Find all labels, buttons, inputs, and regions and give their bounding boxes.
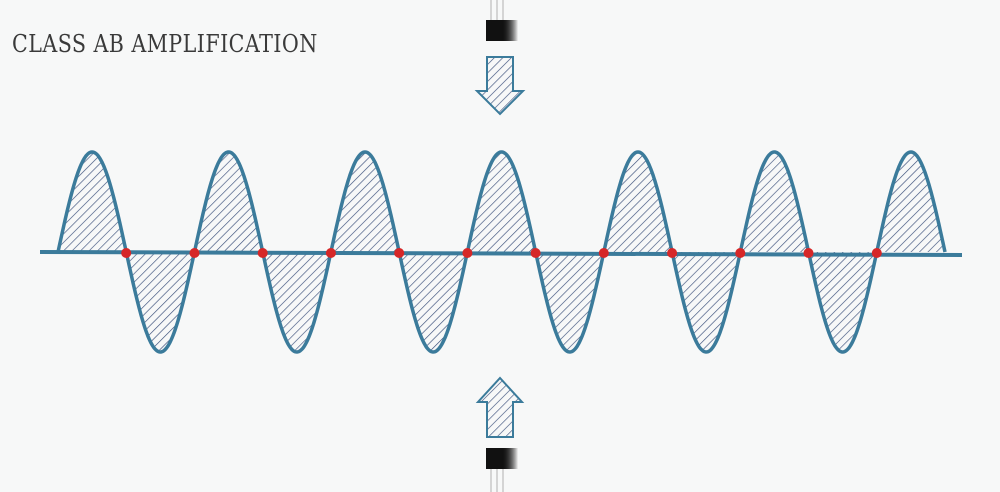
crossing-dot [462,248,473,258]
sine-wave [56,150,947,354]
crossing-dot [735,248,746,258]
crossing-dot [803,248,814,258]
crossing-dot [530,248,541,258]
crossing-dot [189,248,200,258]
up-arrow-icon [475,376,525,438]
crossing-dot [667,248,678,258]
crossing-dot [121,248,132,258]
wave-upper-lobes [58,152,945,253]
wave-lower-lobes [126,253,877,352]
bottom-connector-icon [486,448,518,492]
diagram-title: CLASS AB AMPLIFICATION [12,30,318,58]
top-connector-icon [486,0,518,41]
crossing-dot [598,248,609,258]
crossing-dot [871,248,882,258]
crossing-dot [325,248,336,258]
crossing-dot [257,248,268,258]
crossing-dot [394,248,405,258]
down-arrow-icon [474,56,526,116]
crossing-points [121,248,882,258]
